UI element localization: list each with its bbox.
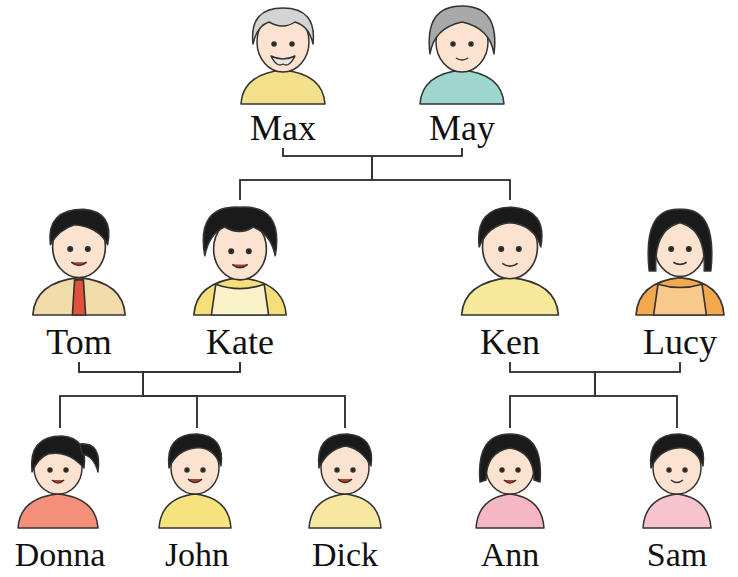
person-node: John bbox=[145, 428, 249, 574]
family-line bbox=[143, 362, 345, 428]
person-name: Ann bbox=[481, 536, 540, 574]
family-line bbox=[372, 148, 510, 200]
person-node: Max bbox=[228, 2, 338, 148]
portrait-ann bbox=[476, 434, 544, 528]
person-name: Sam bbox=[647, 536, 707, 574]
portrait-tom bbox=[33, 209, 125, 315]
person-node: Lucy bbox=[625, 200, 735, 362]
person-node: May bbox=[407, 2, 517, 148]
person-node: Ken bbox=[445, 200, 575, 362]
person-node: Tom bbox=[14, 200, 144, 362]
person-name: May bbox=[429, 108, 495, 148]
person-name: John bbox=[165, 536, 229, 574]
person-node: Sam bbox=[627, 428, 727, 574]
person-node: Ann bbox=[460, 428, 560, 574]
person-name: Ken bbox=[480, 322, 540, 362]
portrait-dick bbox=[309, 434, 381, 528]
portrait-sam bbox=[643, 434, 711, 528]
family-line bbox=[595, 362, 680, 428]
family-line bbox=[283, 148, 510, 200]
person-name: Kate bbox=[206, 322, 274, 362]
portrait-may bbox=[420, 6, 504, 104]
person-node: Donna bbox=[4, 428, 116, 574]
portrait-john bbox=[159, 434, 231, 528]
portrait-kate bbox=[194, 207, 286, 315]
family-line bbox=[510, 362, 680, 428]
person-node: Kate bbox=[175, 200, 305, 362]
portrait-max bbox=[241, 8, 325, 104]
family-line bbox=[79, 362, 345, 428]
person-name: Donna bbox=[15, 536, 106, 574]
person-name: Max bbox=[250, 108, 316, 148]
person-name: Lucy bbox=[643, 322, 717, 362]
person-node: Dick bbox=[295, 428, 395, 574]
portrait-ken bbox=[462, 207, 559, 315]
person-name: Dick bbox=[312, 536, 378, 574]
portrait-lucy bbox=[636, 209, 724, 315]
person-name: Tom bbox=[46, 322, 111, 362]
portrait-donna bbox=[18, 436, 99, 528]
